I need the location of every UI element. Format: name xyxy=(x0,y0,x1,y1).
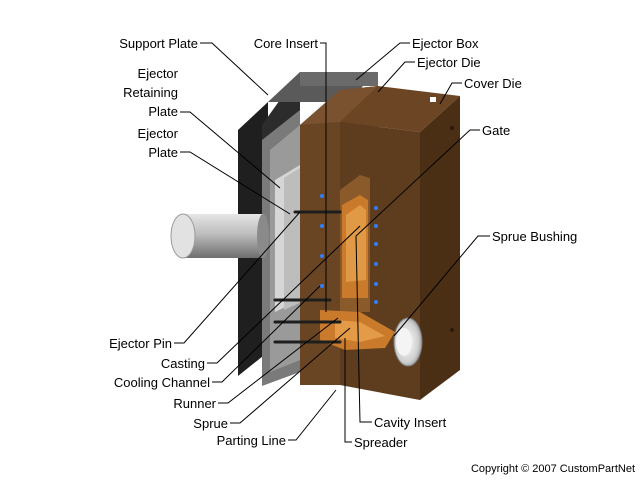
label-ejector-pin: Ejector Pin xyxy=(109,336,172,351)
cooling-channel-dots xyxy=(320,194,378,304)
copyright-text: Copyright © 2007 CustomPartNet xyxy=(471,463,635,475)
leader-lines xyxy=(174,42,490,443)
label-spreader: Spreader xyxy=(354,435,408,450)
label-ejector-plate-line1: Ejector xyxy=(138,126,179,141)
label-runner: Runner xyxy=(173,396,216,411)
label-ejector-retaining-plate-line1: Ejector xyxy=(138,66,179,81)
label-cavity-insert: Cavity Insert xyxy=(374,415,447,430)
label-ejector-die: Ejector Die xyxy=(417,55,481,70)
label-ejector-box: Ejector Box xyxy=(412,36,479,51)
label-sprue-bushing: Sprue Bushing xyxy=(492,229,577,244)
casting-shape xyxy=(320,310,395,350)
label-parting-line: Parting Line xyxy=(217,433,286,448)
label-support-plate: Support Plate xyxy=(119,36,198,51)
label-casting: Casting xyxy=(161,356,205,371)
label-cover-die: Cover Die xyxy=(464,76,522,91)
cavity-insert-shape xyxy=(340,175,370,312)
ejector-cylinder-shape xyxy=(170,213,269,259)
label-ejector-plate-line2: Plate xyxy=(148,145,178,160)
label-gate: Gate xyxy=(482,123,510,138)
label-sprue: Sprue xyxy=(193,416,228,431)
label-core-insert: Core Insert xyxy=(254,36,319,51)
label-ejector-retaining-plate-line3: Plate xyxy=(148,104,178,119)
label-ejector-retaining-plate-line2: Retaining xyxy=(123,85,178,100)
sprue-bushing-shape xyxy=(393,317,423,367)
label-cooling-channel: Cooling Channel xyxy=(114,375,210,390)
labels: Support Plate Core Insert Ejector Box Ej… xyxy=(109,36,635,475)
